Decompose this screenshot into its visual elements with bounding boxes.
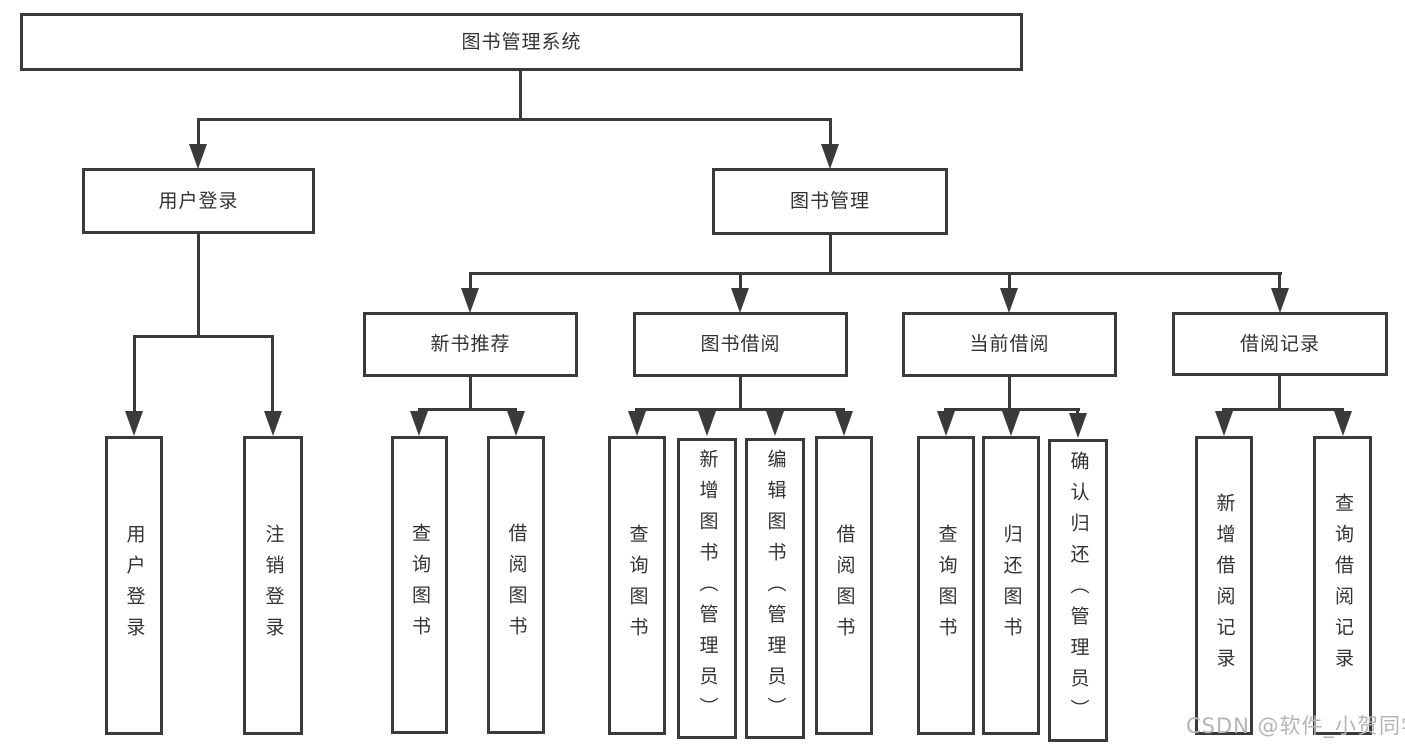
connector-line [829, 118, 832, 148]
node-current-borrowing: 当前借阅 [902, 312, 1117, 377]
connector-line [197, 118, 832, 121]
connector-line [944, 408, 1080, 411]
node-borrow-records: 借阅记录 [1172, 312, 1388, 376]
arrow-down-icon [698, 411, 716, 436]
arrow-down-icon [766, 411, 784, 436]
leaf-cb-confirm-return-admin: 确认归还（管理员） [1048, 439, 1108, 742]
arrow-down-icon [410, 411, 428, 436]
node-root: 图书管理系统 [20, 13, 1023, 71]
connector-line [133, 335, 274, 338]
connector-line [739, 272, 742, 292]
leaf-bb-edit-books-admin: 编辑图书（管理员） [745, 438, 805, 739]
arrow-down-icon [125, 411, 143, 436]
leaf-cb-return-books: 归还图书 [982, 436, 1040, 735]
arrow-down-icon [1069, 413, 1087, 438]
connector-line [271, 335, 274, 413]
node-book-borrowing: 图书借阅 [633, 312, 848, 377]
leaf-nb-query-books: 查询图书 [391, 436, 448, 734]
connector-line [519, 71, 522, 118]
connector-line [1008, 377, 1011, 408]
connector-line [1278, 272, 1281, 292]
arrow-down-icon [1002, 411, 1020, 436]
connector-line [197, 118, 200, 148]
leaf-bb-add-books-admin: 新增图书（管理员） [677, 438, 737, 739]
connector-line [1222, 408, 1344, 411]
connector-line [829, 235, 832, 272]
arrow-down-icon [1000, 288, 1018, 313]
arrow-down-icon [189, 144, 207, 169]
connector-line [1008, 272, 1011, 292]
arrow-down-icon [937, 411, 955, 436]
arrow-down-icon [461, 288, 479, 313]
connector-line [739, 377, 742, 408]
connector-line [469, 272, 1282, 275]
arrow-down-icon [1334, 411, 1352, 436]
arrow-down-icon [264, 411, 282, 436]
connector-line [1076, 408, 1079, 415]
node-book-management: 图书管理 [712, 168, 948, 235]
leaf-logout: 注销登录 [243, 436, 303, 735]
connector-line [418, 408, 517, 411]
arrow-down-icon [1215, 411, 1233, 436]
node-new-book-recommend: 新书推荐 [363, 312, 578, 377]
leaf-bb-borrow-books: 借阅图书 [815, 436, 873, 735]
arrow-down-icon [731, 288, 749, 313]
leaf-bb-query-books: 查询图书 [608, 436, 666, 735]
arrow-down-icon [835, 411, 853, 436]
connector-line [1278, 376, 1281, 408]
connector-line [635, 408, 845, 411]
arrow-down-icon [821, 144, 839, 169]
leaf-nb-borrow-books: 借阅图书 [487, 436, 545, 734]
leaf-br-add-record: 新增借阅记录 [1195, 436, 1253, 735]
leaf-br-query-record: 查询借阅记录 [1313, 436, 1372, 735]
node-user-login: 用户登录 [82, 168, 315, 234]
arrow-down-icon [1271, 288, 1289, 313]
connector-line [469, 377, 472, 408]
connector-line [469, 272, 472, 292]
arrow-down-icon [507, 411, 525, 436]
connector-line [197, 234, 200, 335]
leaf-user-login: 用户登录 [105, 436, 163, 735]
leaf-cb-query-books: 查询图书 [917, 436, 975, 735]
connector-line [133, 335, 136, 413]
watermark-text: CSDN @软件_小贺同学 [1186, 714, 1405, 738]
arrow-down-icon [628, 411, 646, 436]
